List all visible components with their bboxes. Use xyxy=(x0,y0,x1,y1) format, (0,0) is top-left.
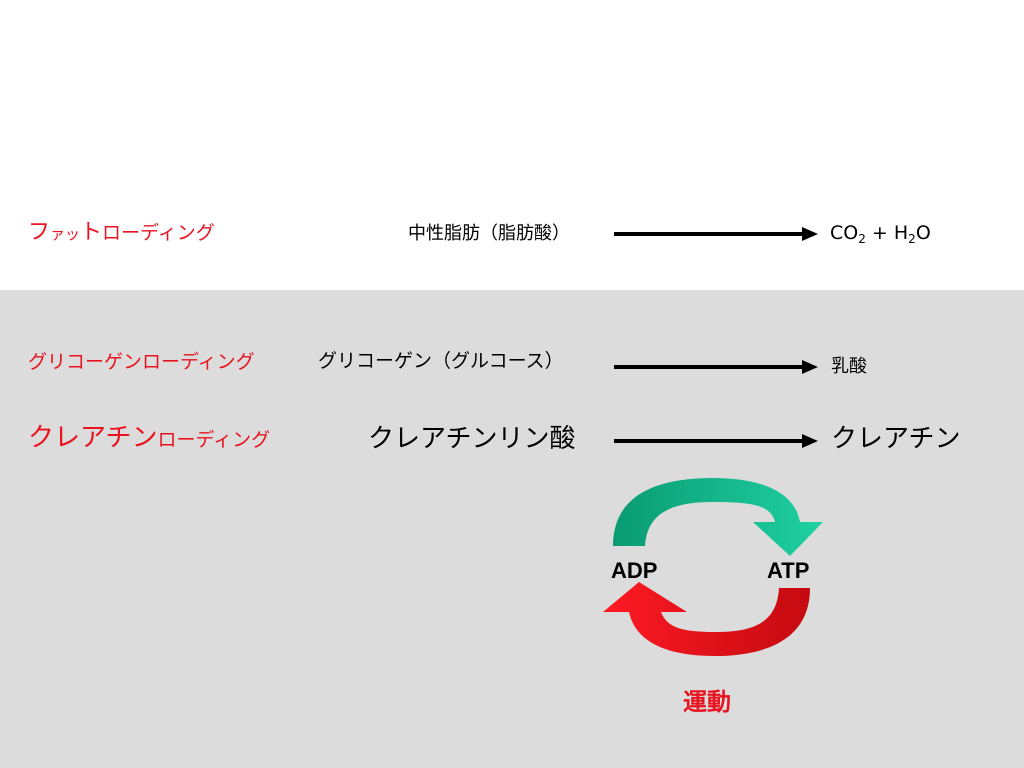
fat-source: 中性脂肪（脂肪酸） xyxy=(408,223,570,244)
green-cycle-arrow xyxy=(613,478,823,556)
o-text: O xyxy=(915,222,931,244)
creatine-source: クレアチンリン酸 xyxy=(368,424,576,454)
fat-label-part3: ト xyxy=(80,220,103,245)
co-text: CO xyxy=(830,222,859,244)
glycogen-product: 乳酸 xyxy=(831,356,867,377)
fat-loading-label: ファットローディング xyxy=(28,222,215,244)
red-cycle-arrow xyxy=(603,582,810,656)
creatine-product: クレアチン xyxy=(831,424,961,454)
creatine-loading-label: クレアチンローディング xyxy=(28,425,270,451)
h-subscript: 2 xyxy=(908,232,916,246)
creatine-label-part1: クレアチン xyxy=(28,423,158,453)
fat-arrow xyxy=(614,227,818,241)
adp-atp-cycle-diagram: ADP ATP xyxy=(603,478,823,656)
plus-h-text: + H xyxy=(871,222,909,244)
fat-label-part4: ローディング xyxy=(102,222,215,244)
adp-label: ADP xyxy=(611,558,657,583)
fat-product: CO2 + H2O xyxy=(830,222,931,246)
fat-label-part1: フ xyxy=(28,220,51,245)
fat-label-part2: ァッ xyxy=(50,225,81,243)
glycogen-arrow xyxy=(614,360,818,374)
glycogen-source: グリコーゲン（グルコース） xyxy=(318,350,564,372)
creatine-label-part2: ローディング xyxy=(157,429,271,451)
exercise-caption: 運動 xyxy=(683,688,731,716)
lower-background-band xyxy=(0,290,1024,768)
glycogen-loading-label: グリコーゲンローディング xyxy=(28,351,255,373)
co-subscript: 2 xyxy=(858,232,866,246)
creatine-arrow xyxy=(614,434,818,448)
atp-label: ATP xyxy=(767,558,809,583)
